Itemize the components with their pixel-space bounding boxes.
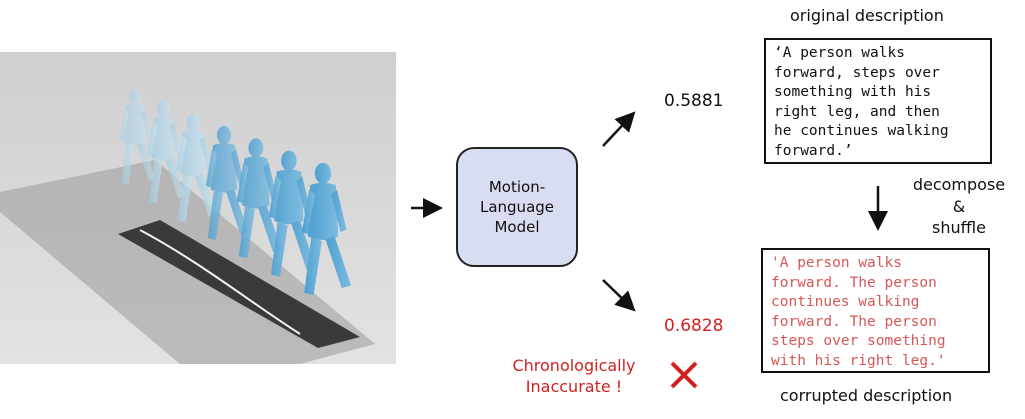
corrupted-score: 0.6828 bbox=[664, 316, 724, 336]
original-caption: original description bbox=[790, 6, 944, 25]
error-label: Chronologically Inaccurate ! bbox=[512, 356, 636, 396]
motion-scene-illustration bbox=[0, 52, 396, 364]
model-label: Motion- Language Model bbox=[479, 178, 555, 236]
original-score: 0.5881 bbox=[664, 91, 724, 111]
operation-label: decompose & shuffle bbox=[912, 175, 1006, 237]
walking-figure bbox=[301, 162, 352, 296]
corrupted-description-box: 'A person walks forward. The person cont… bbox=[761, 248, 990, 373]
original-description-box: ‘A person walks forward, steps over some… bbox=[764, 38, 992, 164]
walking-figure bbox=[236, 138, 282, 259]
arrow-down-right-icon bbox=[602, 279, 636, 312]
corrupted-description-text: 'A person walks forward. The person cont… bbox=[771, 255, 946, 369]
corrupted-caption: corrupted description bbox=[780, 386, 953, 405]
walking-figure bbox=[176, 113, 217, 222]
arrow-up-right-icon bbox=[602, 111, 636, 147]
motion-language-model-box: Motion- Language Model bbox=[456, 147, 578, 267]
walking-figure bbox=[147, 101, 186, 204]
walking-figure bbox=[119, 89, 156, 186]
cross-mark-icon bbox=[670, 361, 698, 389]
original-description-text: ‘A person walks forward, steps over some… bbox=[774, 45, 949, 159]
